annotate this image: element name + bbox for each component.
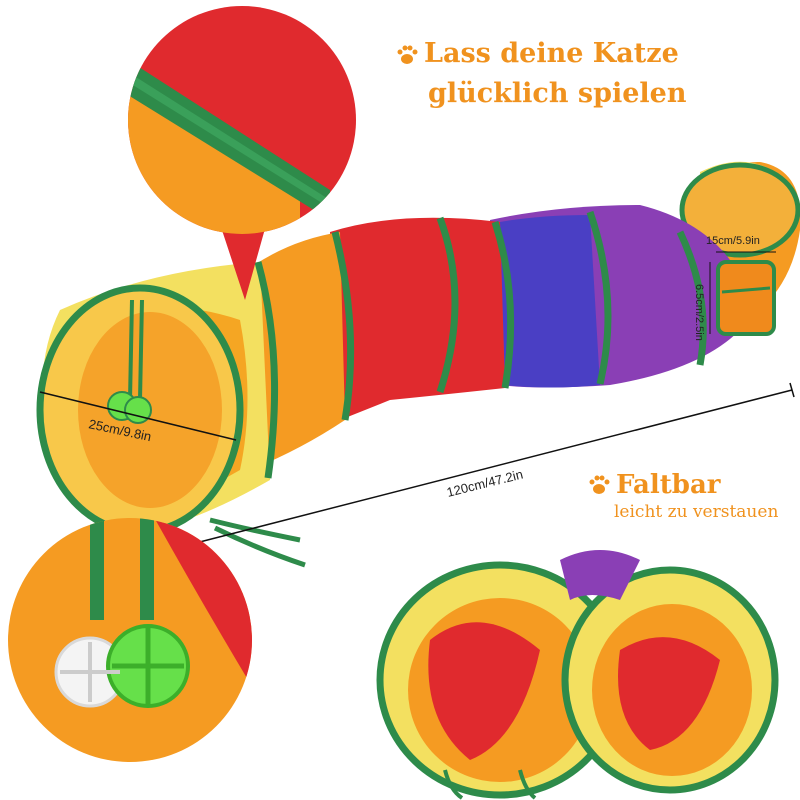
paw-icon bbox=[589, 475, 610, 494]
fabric-detail-callout bbox=[128, 6, 356, 300]
hole-width-label: 15cm/5.9in bbox=[706, 235, 760, 247]
length-label: 120cm/47.2in bbox=[445, 466, 524, 499]
toy-balls-callout bbox=[8, 518, 252, 762]
hole-dimensions: 15cm/5.9in 6.5cm/2.5in bbox=[693, 235, 776, 341]
headline-line-2: glücklich spielen bbox=[428, 78, 687, 109]
foldable-title: Faltbar bbox=[616, 470, 721, 500]
folded-tunnel bbox=[376, 550, 779, 800]
paw-icon bbox=[397, 45, 418, 64]
hole-height-label: 6.5cm/2.5in bbox=[693, 284, 705, 341]
cat-tunnel bbox=[36, 161, 800, 568]
foldable-subtitle: leicht zu verstauen bbox=[614, 502, 779, 522]
headline-line-1: Lass deine Katze bbox=[424, 38, 679, 69]
